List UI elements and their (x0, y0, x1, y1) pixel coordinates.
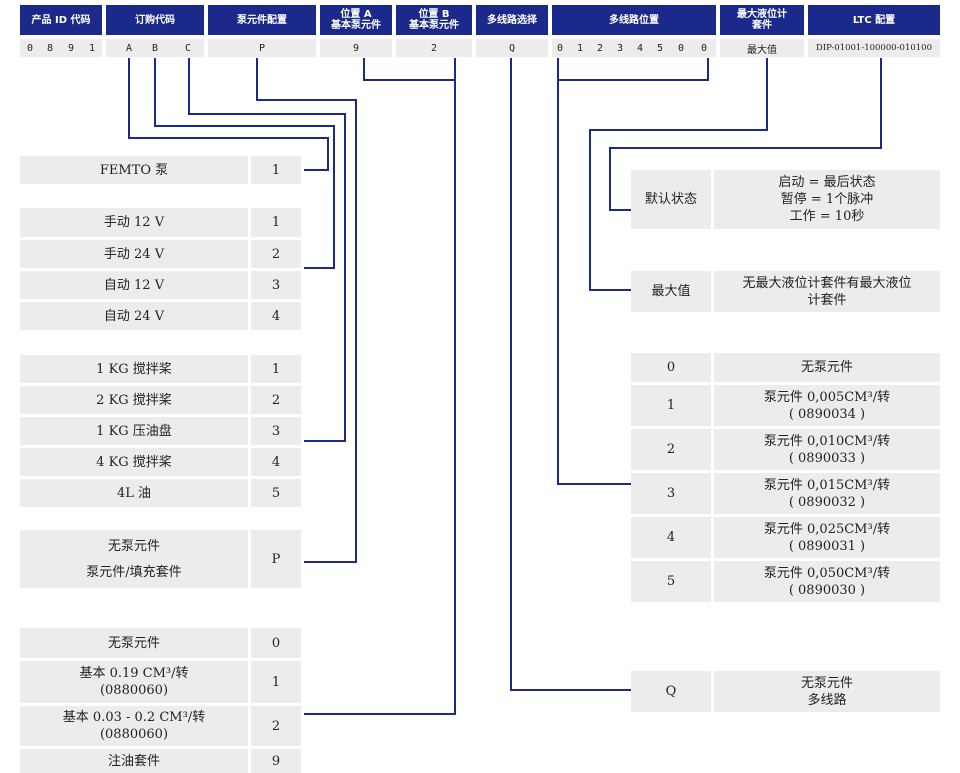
code-multiline-pos: 0 1 2 3 4 5 0 0 (552, 39, 716, 57)
code-multiline-select: Q (476, 39, 548, 57)
multiline-pos-value: 泵元件 0,010CM³/转 ( 0890033 ) (714, 429, 940, 470)
reservoir-label: 2 KG 搅拌桨 (20, 386, 248, 414)
motor-label: 手动 12 V (20, 208, 248, 237)
multiline-select-value: 无泵元件 多线路 (714, 671, 940, 712)
pump-label: FEMTO 泵 (20, 156, 248, 184)
header-pump-config: 泵元件配置 (208, 5, 316, 35)
code-letter-b: B (151, 42, 159, 54)
reservoir-code: 2 (251, 386, 301, 414)
pump-element-code: 1 (251, 661, 301, 703)
reservoir-label: 4L 油 (20, 479, 248, 507)
code-digit: 1 (88, 42, 96, 54)
code-digit: 0 (556, 42, 564, 54)
reservoir-code: 1 (251, 355, 301, 383)
connector-pos-b (304, 58, 456, 715)
pump-element-code: 0 (251, 628, 301, 658)
code-order: A B C (106, 39, 204, 57)
connector-pos-a (363, 58, 455, 81)
motor-code: 4 (251, 302, 301, 330)
reservoir-label: 1 KG 搅拌桨 (20, 355, 248, 383)
motor-label: 自动 12 V (20, 271, 248, 299)
code-digit: 0 (677, 42, 685, 54)
multiline-pos-value: 无泵元件 (714, 353, 940, 382)
default-state-value: 启动 = 最后状态 暂停 = 1个脉冲 工作 = 10秒 (714, 170, 940, 229)
connector-q-select (510, 58, 631, 691)
code-digit: 5 (656, 42, 664, 54)
motor-label: 自动 24 V (20, 302, 248, 330)
pump-element-label: 基本 0.19 CM³/转 (0880060) (20, 661, 248, 703)
code-digit: 8 (46, 42, 54, 54)
reservoir-code: 4 (251, 448, 301, 476)
pump-code: 1 (251, 156, 301, 184)
connector-b-motor (154, 58, 335, 269)
code-pump-config: P (208, 39, 316, 57)
code-digit: 0 (700, 42, 708, 54)
reservoir-label: 4 KG 搅拌桨 (20, 448, 248, 476)
code-letter-a: A (125, 42, 133, 54)
pump-element-label: 无泵元件 (20, 628, 248, 658)
motor-code: 1 (251, 208, 301, 237)
code-digit: 1 (576, 42, 584, 54)
code-max-level-kit: 最大值 (720, 39, 804, 57)
motor-code: 2 (251, 240, 301, 268)
pump-config-code: P (251, 530, 301, 588)
connector-a-pump (128, 58, 329, 171)
code-pos-b: 2 (396, 39, 472, 57)
header-multiline-pos: 多线路位置 (552, 5, 716, 35)
pump-element-code: 2 (251, 706, 301, 746)
header-order-code: 订购代码 (106, 5, 204, 35)
reservoir-label: 1 KG 压油盘 (20, 417, 248, 445)
max-value-value: 无最大液位计套件有最大液位 计套件 (714, 271, 940, 312)
multiline-pos-value: 泵元件 0,025CM³/转 ( 0890031 ) (714, 517, 940, 558)
multiline-pos-code: 0 (631, 353, 711, 382)
code-product-id: 0 8 9 1 (20, 39, 102, 57)
max-value-label: 最大值 (631, 271, 711, 312)
multiline-pos-value: 泵元件 0,015CM³/转 ( 0890032 ) (714, 473, 940, 514)
connector-p-config (256, 58, 357, 563)
code-ltc-config: DIP-01001-100000-010100 (808, 39, 940, 57)
connector-multiline-table (557, 80, 631, 485)
code-digit: 3 (616, 42, 624, 54)
multiline-pos-code: 3 (631, 473, 711, 514)
header-ltc-config: LTC 配置 (808, 5, 940, 35)
code-digit: 2 (596, 42, 604, 54)
multiline-pos-value: 泵元件 0,005CM³/转 ( 0890034 ) (714, 385, 940, 426)
multiline-select-code: Q (631, 671, 711, 712)
multiline-pos-code: 2 (631, 429, 711, 470)
connector-max-level (589, 58, 768, 291)
motor-label: 手动 24 V (20, 240, 248, 268)
multiline-pos-code: 1 (631, 385, 711, 426)
pump-element-label: 基本 0.03 - 0.2 CM³/转 (0880060) (20, 706, 248, 746)
pump-element-code: 9 (251, 749, 301, 773)
motor-code: 3 (251, 271, 301, 299)
multiline-pos-code: 5 (631, 561, 711, 602)
multiline-pos-code: 4 (631, 517, 711, 558)
reservoir-code: 3 (251, 417, 301, 445)
header-pos-b: 位置 B 基本泵元件 (396, 5, 472, 35)
pump-config-label: 无泵元件 泵元件/填充套件 (20, 530, 248, 588)
code-digit: 4 (636, 42, 644, 54)
header-product-id: 产品 ID 代码 (20, 5, 102, 35)
code-digit: 0 (26, 42, 34, 54)
connector-c-reservoir (188, 58, 346, 442)
code-pos-a: 9 (320, 39, 392, 57)
header-pos-a: 位置 A 基本泵元件 (320, 5, 392, 35)
header-multiline-select: 多线路选择 (476, 5, 548, 35)
connector-multiline-pos (557, 58, 709, 81)
pump-element-label: 注油套件 (20, 749, 248, 773)
default-state-label: 默认状态 (631, 170, 711, 229)
reservoir-code: 5 (251, 479, 301, 507)
code-letter-c: C (184, 42, 192, 54)
code-digit: 9 (67, 42, 75, 54)
header-max-level-kit: 最大液位计 套件 (720, 5, 804, 35)
connector-ltc (609, 58, 882, 211)
multiline-pos-value: 泵元件 0,050CM³/转 ( 0890030 ) (714, 561, 940, 602)
